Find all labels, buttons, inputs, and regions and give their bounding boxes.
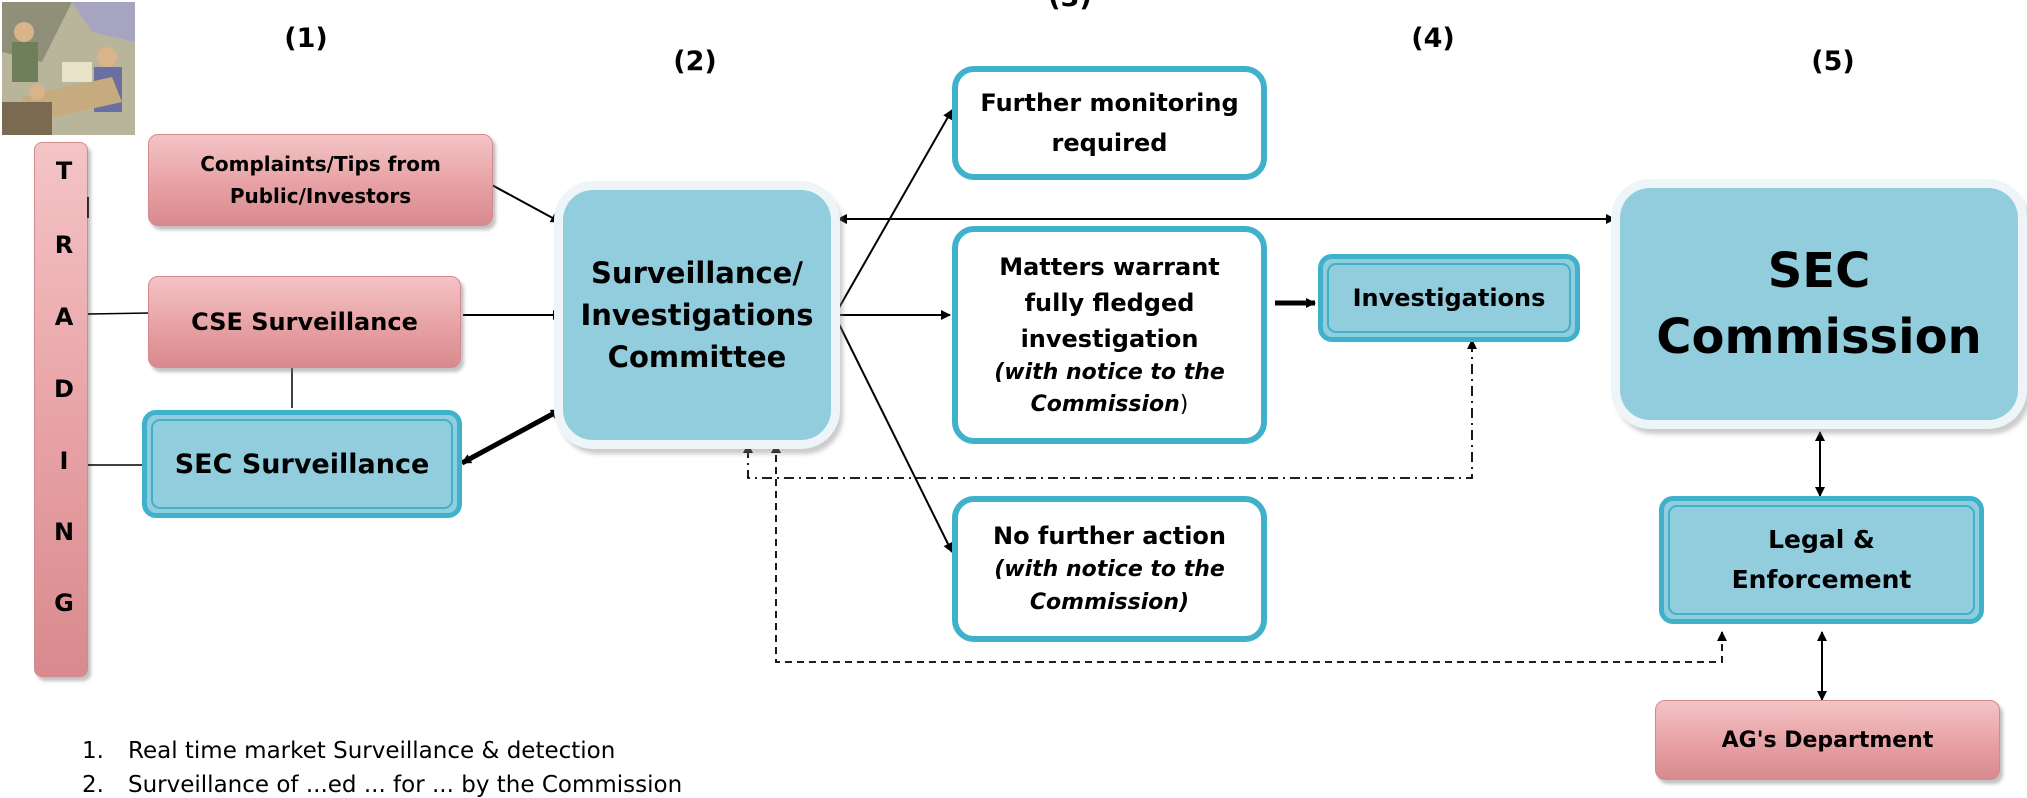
trading-letter-i: I xyxy=(59,447,69,475)
legend-item-1-num: 1. xyxy=(82,738,104,764)
cse-surveillance-box: CSE Surveillance xyxy=(148,276,461,368)
matters-line-3: investigation xyxy=(1020,325,1199,353)
committee-line-3: Committee xyxy=(607,340,787,374)
legend-item-2: 2. Surveillance of ...ed ... for ... by t… xyxy=(82,772,682,798)
matters-note-line-2: Commission xyxy=(1030,392,1180,417)
sec-surveillance-box: SEC Surveillance xyxy=(142,410,462,518)
column-number-1: (1) xyxy=(284,23,328,54)
no-further-action-box: No further action (with notice to the Co… xyxy=(952,496,1267,642)
matters-line-1: Matters warrant xyxy=(999,253,1220,281)
trading-letter-g: G xyxy=(54,589,74,617)
column-number-3: (3) xyxy=(1030,0,1110,13)
sec-commission-line-2: Commission xyxy=(1656,309,1982,365)
no-action-line-1: No further action xyxy=(992,521,1226,550)
trading-letter-t: T xyxy=(55,157,73,185)
matters-warrant-box: Matters warrant fully fledged investigat… xyxy=(952,226,1267,444)
trading-letter-n: N xyxy=(53,518,75,546)
trading-bar xyxy=(34,142,88,677)
committee-line-2: Investigations xyxy=(580,298,814,332)
legend-item-2-text: Surveillance of ...ed ... for ... by the… xyxy=(128,772,683,798)
arrow-committee-monitoring xyxy=(835,109,953,314)
complaints-box: Complaints/Tips from Public/Investors xyxy=(148,134,493,226)
matters-note-close: ) xyxy=(1179,392,1189,417)
trading-letter-r: R xyxy=(54,231,74,259)
arrow-investigations-feedback xyxy=(743,342,1473,479)
sec-commission-box: SEC Commission xyxy=(1620,188,2018,420)
investigations-box: Investigations xyxy=(1318,254,1580,342)
investigations-label: Investigations xyxy=(1352,284,1546,312)
matters-line-2: fully fledged xyxy=(1024,289,1195,317)
further-monitoring-line-2: required xyxy=(1051,129,1168,157)
legend-item-1-text: Real time market Surveillance & detectio… xyxy=(128,738,616,764)
committee-box: Surveillance/ Investigations Committee xyxy=(563,190,831,440)
sec-surveillance-label: SEC Surveillance xyxy=(174,448,430,480)
ag-department-label: AG's Department xyxy=(1721,727,1934,753)
sec-commission-line-1: SEC xyxy=(1767,243,1871,299)
legal-enforcement-box: Legal & Enforcement xyxy=(1659,496,1984,624)
ag-department-box: AG's Department xyxy=(1655,700,2000,780)
arrow-legal-feedback xyxy=(771,443,1723,663)
arrow-committee-noaction xyxy=(835,317,953,553)
arrow-complaints-committee xyxy=(489,183,561,223)
matters-note-line-2-wrap: Commission) xyxy=(1031,389,1189,421)
further-monitoring-line-1: Further monitoring xyxy=(980,89,1239,117)
no-action-note-line-1: (with notice to the xyxy=(994,556,1225,582)
arrow-sec-surv-committee xyxy=(460,407,562,466)
trading-letter-d: D xyxy=(54,375,74,403)
legend-item-1: 1. Real time market Surveillance & detect… xyxy=(82,738,615,764)
complaints-label: Complaints/Tips from Public/Investors xyxy=(200,152,441,208)
column-number-2: (2) xyxy=(673,46,717,77)
cse-surveillance-label: CSE Surveillance xyxy=(191,308,418,336)
legal-line-2: Enforcement xyxy=(1731,565,1912,594)
office-meeting-clipart-icon xyxy=(2,2,135,135)
matters-note-line-1: (with notice to the xyxy=(994,360,1225,385)
legend-item-2-num: 2. xyxy=(82,772,104,798)
column-number-5: (5) xyxy=(1811,46,1855,77)
trading-letter-a: A xyxy=(54,303,74,331)
column-number-4: (4) xyxy=(1411,23,1455,54)
committee-line-1: Surveillance/ xyxy=(591,256,803,290)
legal-line-1: Legal & xyxy=(1768,525,1875,554)
no-action-note-line-2: Commission) xyxy=(1029,589,1190,615)
further-monitoring-box: Further monitoring required xyxy=(952,66,1267,180)
line-trading-cse xyxy=(87,312,151,315)
